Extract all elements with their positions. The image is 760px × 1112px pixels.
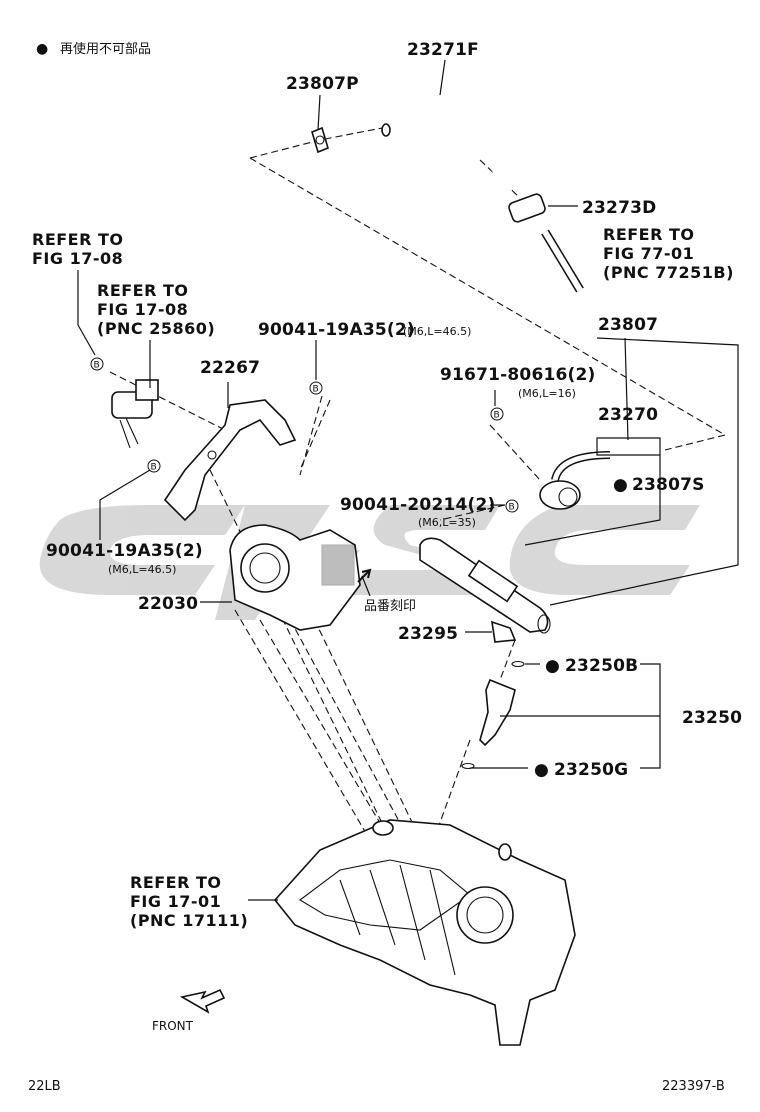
label-23807: 23807 bbox=[598, 315, 658, 335]
ref-77-line2: FIG 77-01 bbox=[603, 244, 694, 263]
ref-1708b-line3: (PNC 25860) bbox=[97, 319, 215, 338]
ref-1708b-line1: REFER TO bbox=[97, 281, 189, 300]
ref-77-line1: REFER TO bbox=[603, 225, 695, 244]
svg-text:B: B bbox=[509, 503, 515, 513]
label-23250G: 23250G bbox=[554, 760, 628, 780]
label-23250: 23250 bbox=[682, 708, 742, 728]
footer-right: 223397-B bbox=[662, 1079, 725, 1094]
label-stamp-note: 品番刻印 bbox=[364, 599, 416, 614]
bracket-23295 bbox=[491, 620, 517, 643]
intake-manifold-17111 bbox=[273, 819, 576, 1046]
front-arrow-icon bbox=[179, 988, 226, 1014]
circle-b-marker: B bbox=[147, 459, 161, 473]
leader-lines bbox=[77, 59, 739, 901]
label-bolt2: 91671-80616(2) bbox=[440, 365, 596, 385]
regulator-23270 bbox=[539, 451, 611, 510]
svg-text:B: B bbox=[313, 385, 319, 395]
label-bolt2-spec: (M6,L=16) bbox=[518, 387, 576, 400]
clip-23807P bbox=[311, 126, 329, 154]
label-bolt1-spec: (M6,L=46.5) bbox=[403, 325, 471, 338]
connector-23273D bbox=[508, 193, 584, 293]
label-23807S: 23807S bbox=[632, 475, 705, 495]
circle-b-marker: B bbox=[490, 407, 504, 421]
label-23271F: 23271F bbox=[407, 40, 479, 60]
ref-1701-line2: FIG 17-01 bbox=[130, 892, 221, 911]
label-23250B: 23250B bbox=[565, 656, 638, 676]
svg-text:B: B bbox=[494, 411, 500, 421]
ref-1708b-line2: FIG 17-08 bbox=[97, 300, 188, 319]
circle-b-marker: B bbox=[505, 499, 519, 513]
label-23807P: 23807P bbox=[286, 74, 359, 94]
svg-text:B: B bbox=[94, 361, 100, 371]
legend-bullet: ● bbox=[36, 41, 48, 57]
hose-23271F bbox=[381, 97, 515, 193]
ref-1708a-line2: FIG 17-08 bbox=[32, 249, 123, 268]
ref-1701-line1: REFER TO bbox=[130, 873, 222, 892]
label-front: FRONT bbox=[152, 1019, 194, 1033]
label-bolt3: 90041-20214(2) bbox=[340, 495, 496, 515]
svg-text:B: B bbox=[151, 463, 157, 473]
label-22267: 22267 bbox=[200, 358, 260, 378]
legend-text: 再使用不可部品 bbox=[60, 41, 151, 57]
legend: ● 再使用不可部品 bbox=[36, 41, 151, 57]
injector-23250 bbox=[461, 660, 525, 770]
circle-b-marker: B bbox=[309, 381, 323, 395]
ref-1708a-line1: REFER TO bbox=[32, 230, 124, 249]
label-22030: 22030 bbox=[138, 594, 198, 614]
circle-b-marker: B bbox=[90, 357, 104, 371]
ref-1701-line3: (PNC 17111) bbox=[130, 911, 248, 930]
part-labels: 23271F 23807P 23273D REFER TO FIG 77-01 … bbox=[32, 40, 742, 1033]
label-bolt3-spec: (M6,L=35) bbox=[418, 516, 476, 529]
ref-77-line3: (PNC 77251B) bbox=[603, 263, 734, 282]
fuel-rail-23807 bbox=[419, 537, 551, 634]
label-bolt4-spec: (M6,L=46.5) bbox=[108, 563, 176, 576]
circle-b-markers: B B B B B bbox=[90, 357, 519, 513]
label-23273D: 23273D bbox=[582, 198, 656, 218]
label-23295: 23295 bbox=[398, 624, 458, 644]
label-bolt1: 90041-19A35(2) bbox=[258, 320, 415, 340]
label-23250B-bullet: ● bbox=[545, 656, 560, 676]
footer: 22LB 223397-B bbox=[28, 1079, 725, 1094]
label-23270: 23270 bbox=[598, 405, 658, 425]
label-bolt4: 90041-19A35(2) bbox=[46, 541, 203, 561]
label-23250G-bullet: ● bbox=[534, 760, 549, 780]
throttle-body-22030 bbox=[229, 524, 372, 631]
footer-left: 22LB bbox=[28, 1079, 61, 1094]
sensor-25860 bbox=[111, 379, 159, 449]
label-23807S-bullet: ● bbox=[613, 475, 628, 495]
bracket-22267 bbox=[163, 399, 297, 522]
